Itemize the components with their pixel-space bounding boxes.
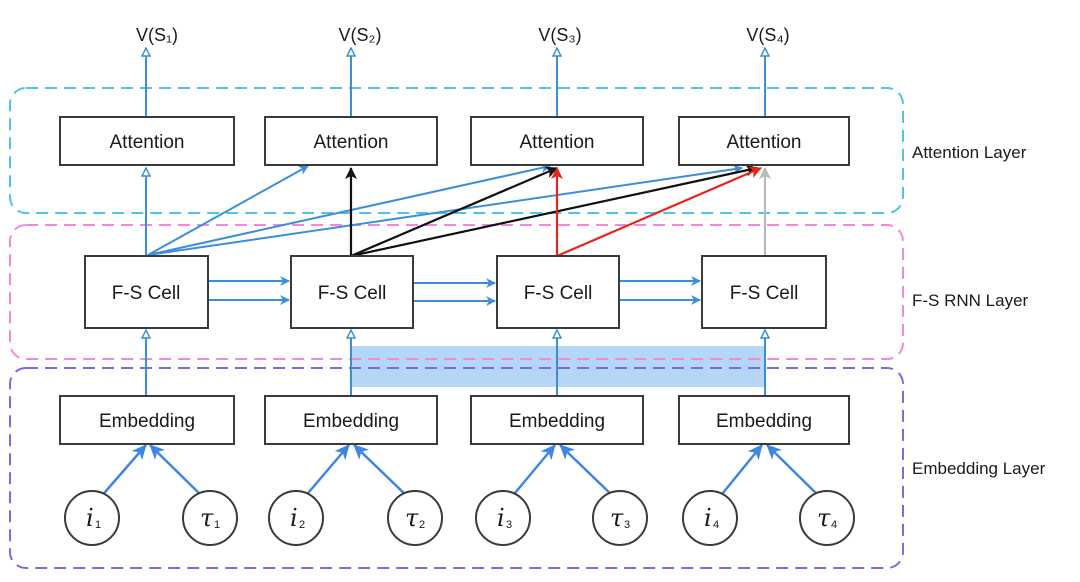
time-index: 1 bbox=[214, 519, 220, 531]
embedding-layer-label: Embedding Layer bbox=[912, 459, 1046, 478]
column-1: V(S₁) Attention F-S Cell Embedding i 1 τ… bbox=[59, 25, 238, 546]
attention-diagonals-blue bbox=[147, 163, 743, 256]
output-label: V(S₂) bbox=[339, 25, 382, 45]
output-label: V(S₄) bbox=[746, 25, 789, 45]
item-index: 2 bbox=[299, 519, 305, 531]
embedding-box bbox=[59, 395, 235, 445]
attention-box bbox=[470, 116, 644, 166]
fs-cell-box bbox=[701, 255, 827, 329]
fs-cell-box bbox=[496, 255, 620, 329]
fs-cell-box bbox=[84, 255, 209, 329]
item-symbol: i bbox=[290, 504, 298, 532]
item-symbol: i bbox=[497, 504, 505, 532]
output-label: V(S₃) bbox=[538, 25, 581, 45]
item-index: 3 bbox=[506, 519, 512, 531]
item-node bbox=[64, 490, 120, 546]
item-index: 4 bbox=[713, 519, 719, 531]
fs-cell-label: F-S Cell bbox=[730, 283, 799, 304]
embedding-box-label: Embedding bbox=[509, 411, 605, 432]
rnn-layer-frame bbox=[9, 224, 904, 360]
embedding-layer-frame bbox=[9, 367, 904, 569]
item-symbol: i bbox=[86, 504, 94, 532]
embedding-box bbox=[264, 395, 438, 445]
item-node bbox=[268, 490, 324, 546]
time-node bbox=[182, 490, 238, 546]
embedding-box-label: Embedding bbox=[303, 411, 399, 432]
attention-box-label: Attention bbox=[520, 132, 595, 153]
time-node bbox=[387, 490, 443, 546]
item-node bbox=[475, 490, 531, 546]
item-node bbox=[682, 490, 738, 546]
time-symbol: τ bbox=[817, 504, 831, 532]
rnn-layer-label: F-S RNN Layer bbox=[912, 291, 1029, 310]
attention-layer-label: Attention Layer bbox=[912, 143, 1027, 162]
embedding-box-label: Embedding bbox=[99, 411, 195, 432]
embedding-box bbox=[470, 395, 644, 445]
time-node bbox=[799, 490, 855, 546]
column-3: V(S₃) Attention F-S Cell Embedding i 3 τ… bbox=[470, 25, 648, 546]
attention-diagonals-red bbox=[551, 166, 762, 258]
fs-cell-label: F-S Cell bbox=[112, 283, 181, 304]
attention-box bbox=[264, 116, 438, 166]
fs-cell-box bbox=[290, 255, 414, 329]
embedding-box-label: Embedding bbox=[716, 411, 812, 432]
fs-cell-label: F-S Cell bbox=[318, 283, 387, 304]
item-index: 1 bbox=[95, 519, 101, 531]
embedding-box bbox=[678, 395, 850, 445]
time-index: 2 bbox=[419, 519, 425, 531]
highlight-band bbox=[352, 346, 766, 387]
attention-diagonals-black bbox=[345, 164, 758, 258]
time-symbol: τ bbox=[200, 504, 214, 532]
input-arrows bbox=[98, 444, 823, 500]
attention-box-label: Attention bbox=[110, 132, 185, 153]
time-node bbox=[592, 490, 648, 546]
fs-cell-label: F-S Cell bbox=[524, 283, 593, 304]
attention-box bbox=[59, 116, 235, 166]
column-2: V(S₂) Attention F-S Cell Embedding i 2 τ… bbox=[264, 25, 443, 546]
time-symbol: τ bbox=[405, 504, 419, 532]
vertical-arrows bbox=[146, 48, 765, 395]
output-label: V(S₁) bbox=[136, 25, 178, 45]
time-index: 3 bbox=[624, 519, 630, 531]
time-symbol: τ bbox=[610, 504, 624, 532]
attention-box-label: Attention bbox=[314, 132, 389, 153]
time-index: 4 bbox=[831, 519, 837, 531]
attention-box-label: Attention bbox=[727, 132, 802, 153]
attention-box bbox=[678, 116, 850, 166]
attention-layer-frame bbox=[9, 87, 904, 214]
recurrent-arrows bbox=[208, 276, 701, 306]
column-4: V(S₄) Attention F-S Cell Embedding i 4 τ… bbox=[678, 25, 855, 546]
item-symbol: i bbox=[704, 504, 712, 532]
